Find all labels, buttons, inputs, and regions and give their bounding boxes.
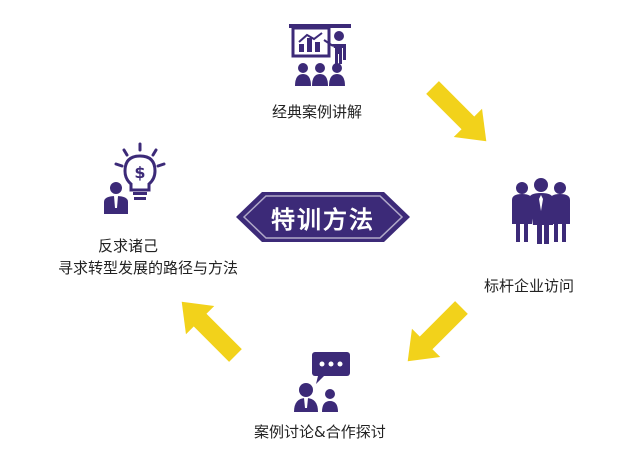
banner-shape <box>236 192 410 242</box>
node-label-left-line2: 寻求转型发展的路径与方法 <box>58 259 239 277</box>
idea-bulb-icon: $ <box>104 142 166 214</box>
center-title: 特训方法 <box>271 205 375 234</box>
business-people-icon <box>512 178 570 244</box>
node-label-top: 经典案例讲解 <box>272 103 363 121</box>
node-label-left-line1: 反求诸己 <box>98 237 159 255</box>
node-label-right: 标杆企业访问 <box>484 277 575 295</box>
center-banner: 特训方法 <box>236 186 410 248</box>
arrow-top-to-right <box>426 81 487 142</box>
presentation-icon <box>289 24 351 86</box>
svg-text:$: $ <box>134 163 145 182</box>
arrow-right-to-bottom <box>407 301 468 362</box>
discussion-icon <box>294 352 350 412</box>
node-label-bottom: 案例讨论&合作探讨 <box>254 423 386 441</box>
arrow-bottom-to-left <box>181 301 242 362</box>
